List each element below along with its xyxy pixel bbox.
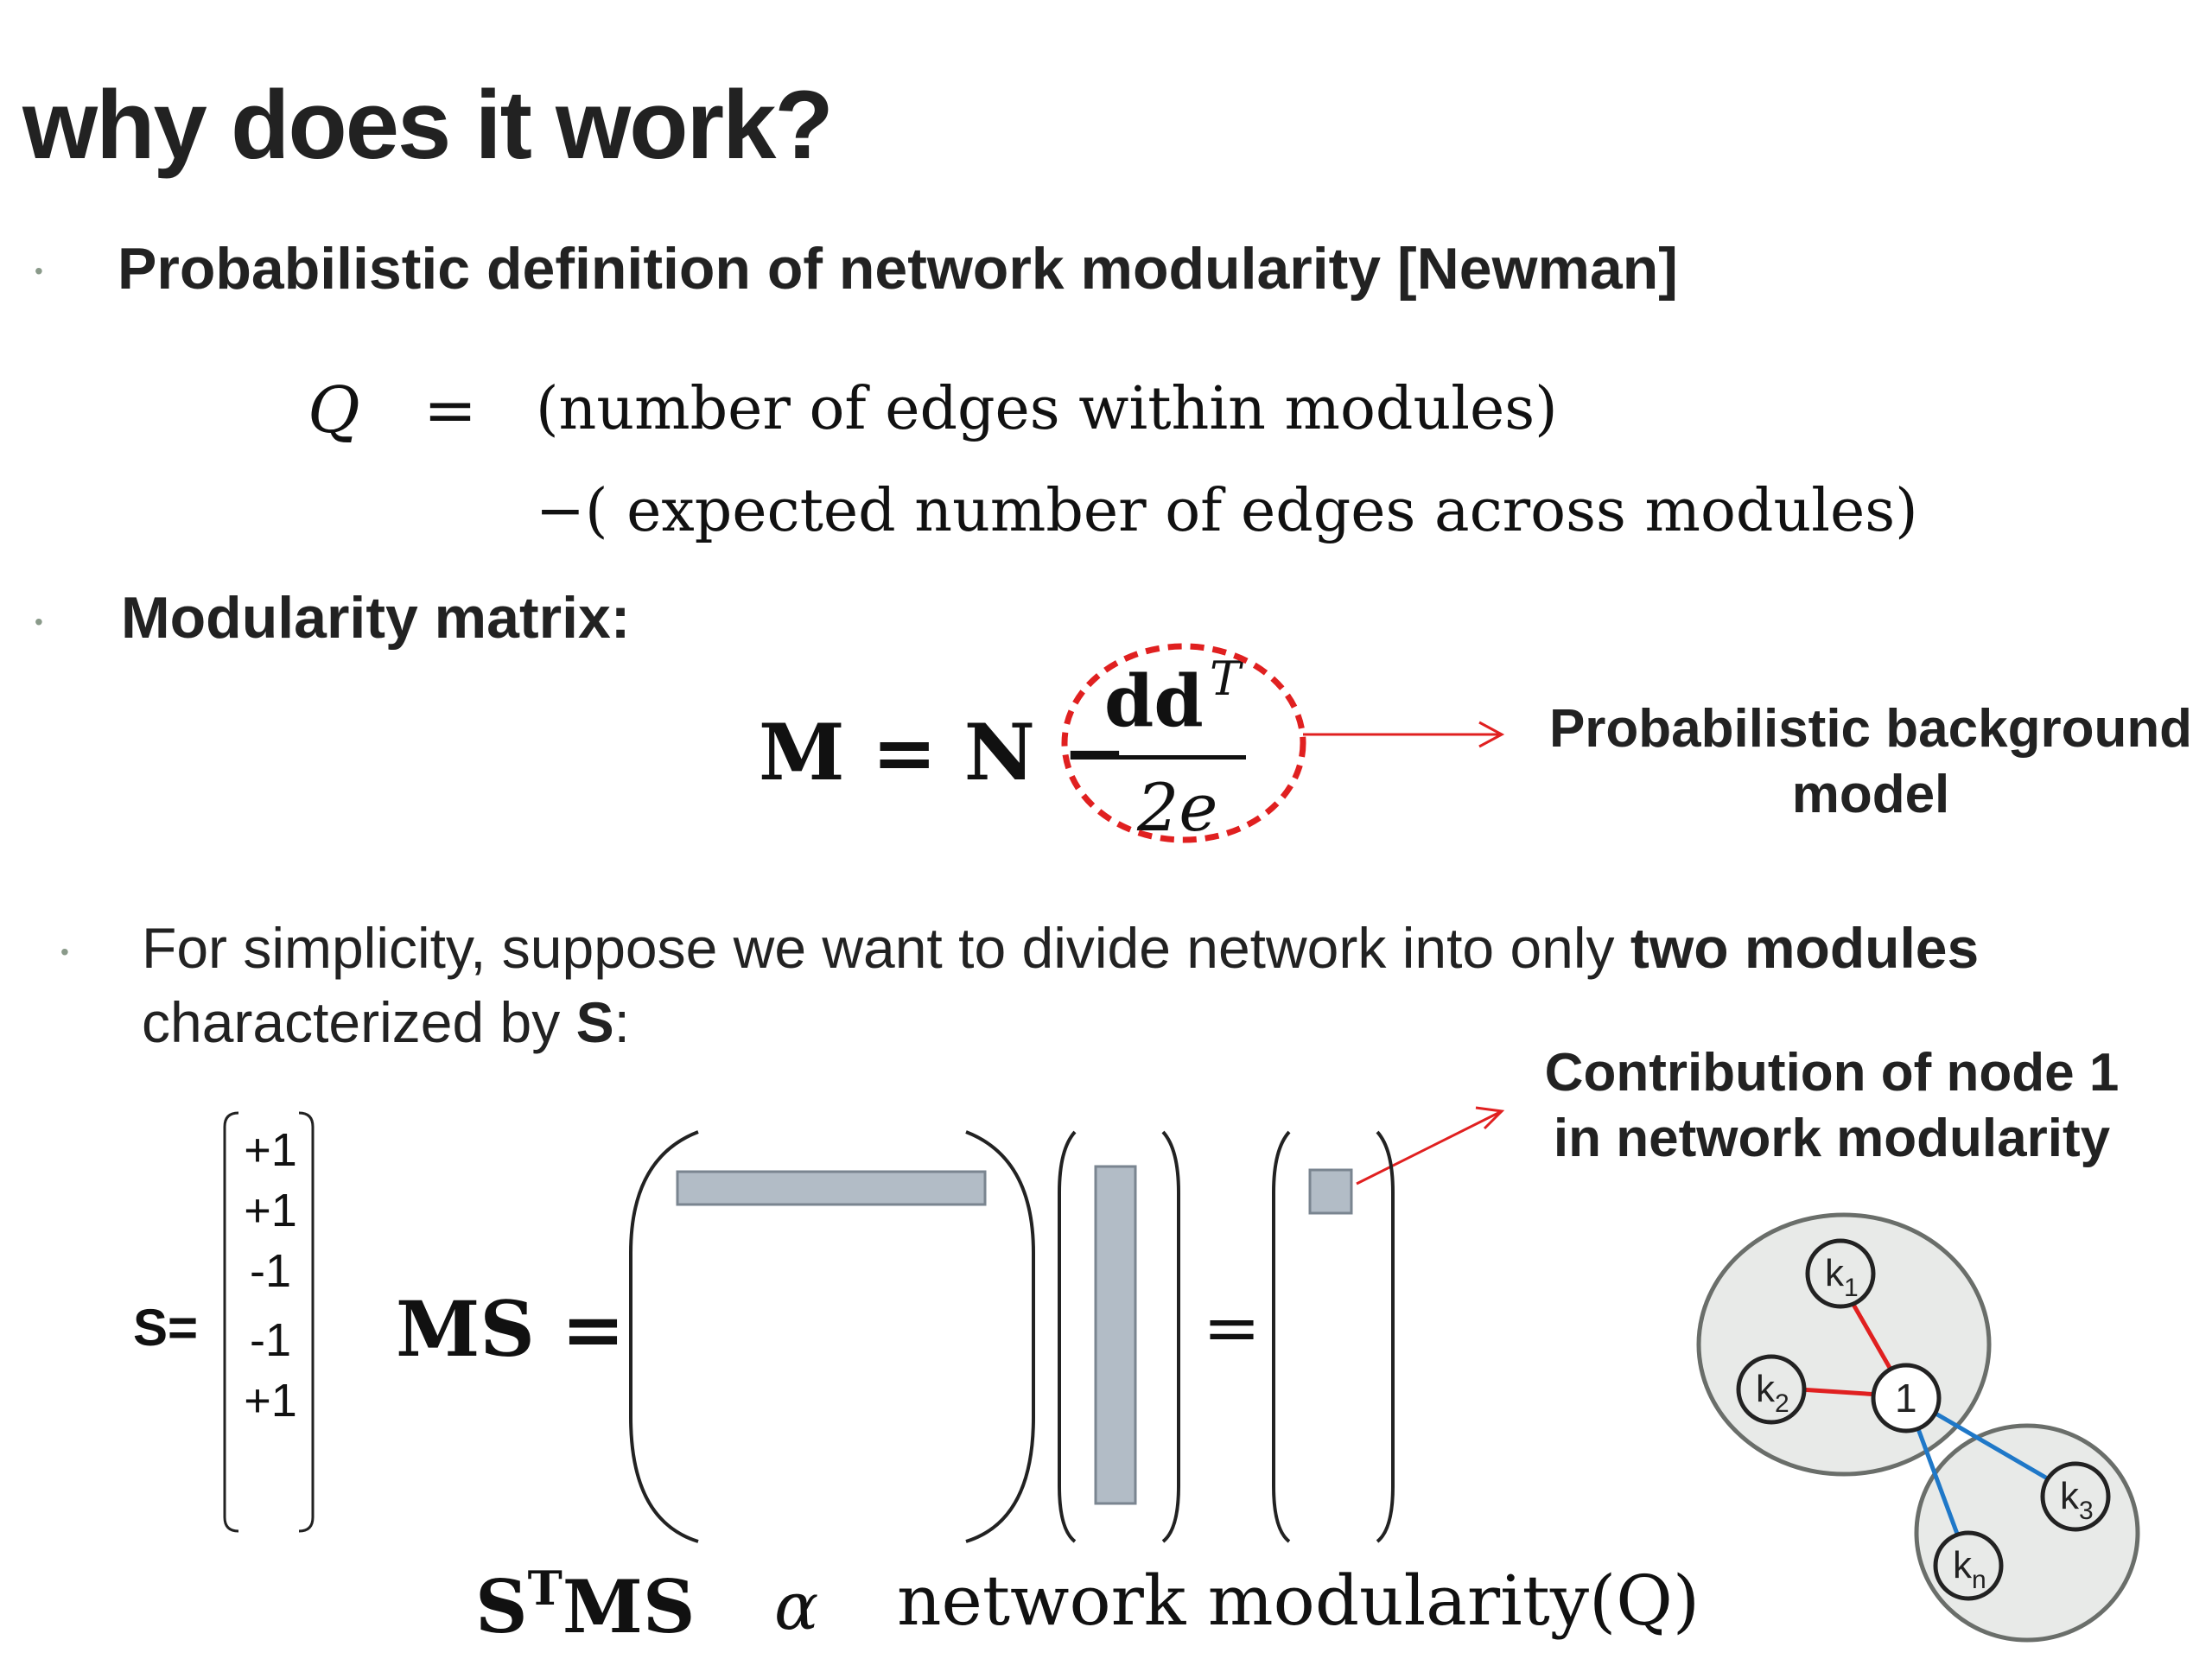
eq1-equals: =	[423, 373, 478, 448]
matrix-right-paren	[965, 1130, 1035, 1543]
eq2-fraction-bar	[1103, 755, 1246, 760]
right-bracket	[298, 1111, 315, 1533]
bullet-newman-definition: Probabilistic definition of network modu…	[118, 236, 1678, 302]
bottom-eq-lhs: STMS	[475, 1560, 696, 1649]
text-run: :	[613, 990, 630, 1054]
text-bold: two modules	[1630, 916, 1980, 980]
s-vector-entry: -1	[249, 1314, 291, 1366]
bottom-eq-s: S	[475, 1564, 528, 1649]
node-k2-label: k2	[1756, 1368, 1789, 1418]
slide-title: why does it work?	[22, 71, 834, 179]
s-vector-entries: +1 +1 -1 -1 +1	[232, 1120, 309, 1431]
eq2-numerator: dd	[1104, 660, 1204, 743]
bottom-eq-alpha: α	[774, 1567, 819, 1644]
bottom-eq-rhs: network modularity(Q)	[897, 1560, 1700, 1641]
left-bracket	[223, 1111, 239, 1533]
node-kn	[1933, 1530, 2004, 1601]
text-bold: S	[575, 990, 614, 1054]
eq2-superscript: T	[1210, 652, 1242, 706]
node-sub: n	[1972, 1566, 1986, 1594]
node-1	[1871, 1363, 1942, 1433]
module-b	[1914, 1423, 2140, 1643]
node-k1	[1805, 1238, 1876, 1309]
node-k1-label: k1	[1825, 1252, 1859, 1302]
annotation-line: Probabilistic background	[1548, 699, 2193, 759]
bottom-eq-sup: T	[527, 1560, 563, 1616]
result-element-block	[1308, 1168, 1353, 1215]
node-sub: 1	[1844, 1274, 1859, 1302]
vector-right-paren	[1161, 1130, 1180, 1543]
annotation-line: model	[1791, 765, 1950, 824]
s-vector-entry: +1	[244, 1185, 297, 1236]
node-kn-label: kn	[1953, 1544, 1986, 1594]
node-base: k	[1953, 1544, 1973, 1586]
annotation-line: in network modularity	[1553, 1109, 2111, 1168]
s-vector-brackets	[223, 1111, 315, 1533]
bullet-marker: •	[60, 938, 69, 965]
matrix-row-block	[676, 1170, 987, 1206]
node-k3	[2040, 1461, 2111, 1532]
node-sub: 3	[2079, 1497, 2094, 1525]
arrow-to-contribution	[1356, 1109, 1503, 1185]
ms-label: MS =	[396, 1284, 626, 1374]
result-right-paren	[1376, 1130, 1395, 1543]
node-1-label: 1	[1895, 1376, 1917, 1421]
matrix-left-paren	[629, 1130, 699, 1543]
s-vector-entry: +1	[244, 1124, 297, 1176]
node-k3-label: k3	[2060, 1475, 2094, 1525]
bullet-marker: •	[35, 608, 43, 635]
s-label: S=	[133, 1299, 199, 1357]
bullet-two-modules-line2: characterized by S:	[142, 985, 1979, 1059]
node-base: k	[1825, 1252, 1845, 1294]
highlight-ellipse	[1061, 643, 1306, 843]
eq1-line1: (number of edges within modules)	[536, 375, 1558, 443]
bullet-two-modules-line1: For simplicity, suppose we want to divid…	[142, 911, 1979, 985]
text-run: For simplicity, suppose we want to divid…	[142, 916, 1630, 980]
eq1-line2: −( expected number of edges across modul…	[536, 477, 1918, 545]
annotation-line: Contribution of node 1	[1544, 1043, 2120, 1103]
text-run: characterized by	[142, 990, 576, 1054]
arrowhead-contribution	[1475, 1106, 1505, 1130]
bullet-two-modules: For simplicity, suppose we want to divid…	[142, 911, 1979, 1059]
annotation-node-contribution: Contribution of node 1 in network modula…	[1503, 1040, 2160, 1172]
node-sub: 2	[1775, 1389, 1789, 1418]
bullet-modularity-matrix: Modularity matrix:	[121, 585, 631, 651]
bullet-marker: •	[35, 257, 43, 284]
arrowhead-background	[1478, 721, 1505, 748]
node-base: k	[2060, 1475, 2080, 1517]
eq1-lhs: Q	[308, 373, 360, 448]
annotation-background-model: Probabilistic background model	[1538, 696, 2203, 828]
result-equals: =	[1203, 1287, 1262, 1368]
vector-column-block	[1094, 1165, 1137, 1505]
s-vector-entry: -1	[249, 1245, 291, 1297]
node-base: k	[1756, 1368, 1776, 1410]
vector-left-paren	[1058, 1130, 1077, 1543]
result-left-paren	[1272, 1130, 1291, 1543]
bottom-eq-ms: MS	[562, 1564, 696, 1649]
s-vector-entry: +1	[244, 1375, 297, 1427]
node-k2	[1736, 1354, 1807, 1425]
